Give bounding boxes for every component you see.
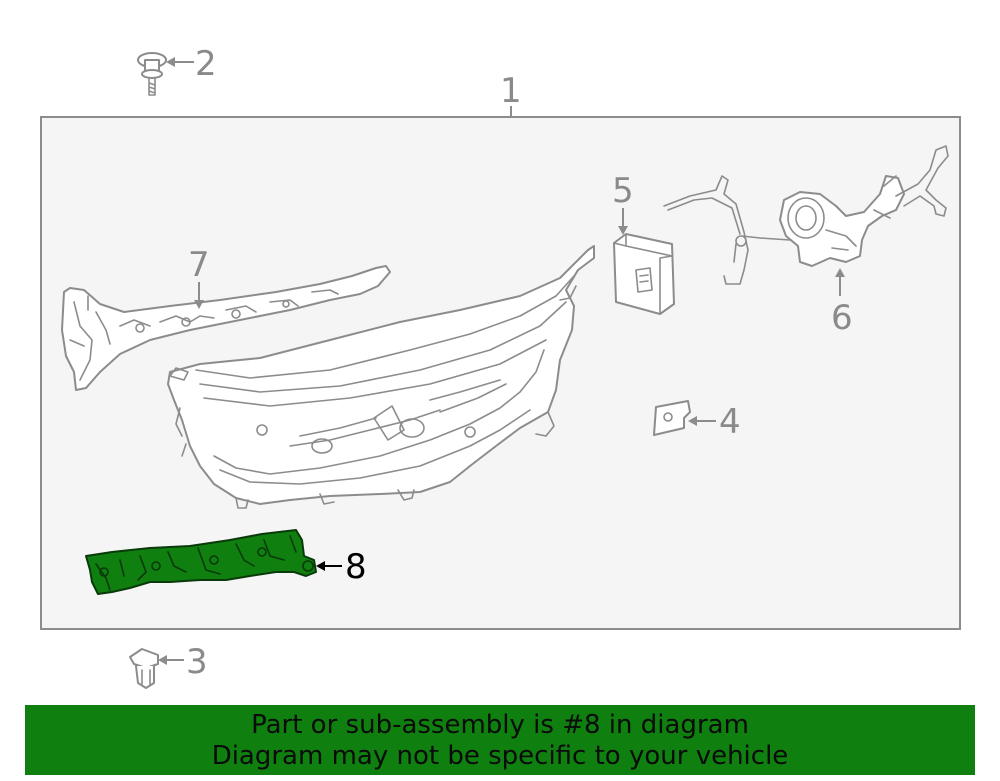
headlamp-assembly[interactable] xyxy=(167,245,595,509)
bolt-part[interactable] xyxy=(137,52,167,96)
info-banner: Part or sub-assembly is #8 in diagram Di… xyxy=(25,705,975,775)
lower-bracket-shape xyxy=(85,529,317,595)
arrow-2 xyxy=(166,57,175,67)
callout-4[interactable]: 4 xyxy=(719,402,741,442)
callout-2[interactable]: 2 xyxy=(195,44,217,84)
arrow-5 xyxy=(618,226,628,235)
arrow-4 xyxy=(688,416,697,426)
arrow-6 xyxy=(835,268,845,277)
banner-line-1: Part or sub-assembly is #8 in diagram xyxy=(251,710,749,740)
callout-5[interactable]: 5 xyxy=(612,171,634,211)
control-module-part[interactable] xyxy=(613,233,675,315)
callout-7[interactable]: 7 xyxy=(188,245,210,285)
arrow-8 xyxy=(316,561,325,571)
wiring-harness-part[interactable] xyxy=(663,145,949,285)
clip-part[interactable] xyxy=(129,648,159,689)
callout-6[interactable]: 6 xyxy=(831,298,853,338)
nut-part[interactable] xyxy=(653,400,691,436)
upper-bracket-part[interactable] xyxy=(61,265,391,391)
callout-1[interactable]: 1 xyxy=(500,71,522,111)
callout-8[interactable]: 8 xyxy=(345,547,367,587)
arrow-7 xyxy=(194,300,204,309)
callout-3[interactable]: 3 xyxy=(186,642,208,682)
arrow-3 xyxy=(158,655,167,665)
banner-line-2: Diagram may not be specific to your vehi… xyxy=(211,741,789,771)
lower-bracket-part-highlighted[interactable] xyxy=(85,529,317,595)
